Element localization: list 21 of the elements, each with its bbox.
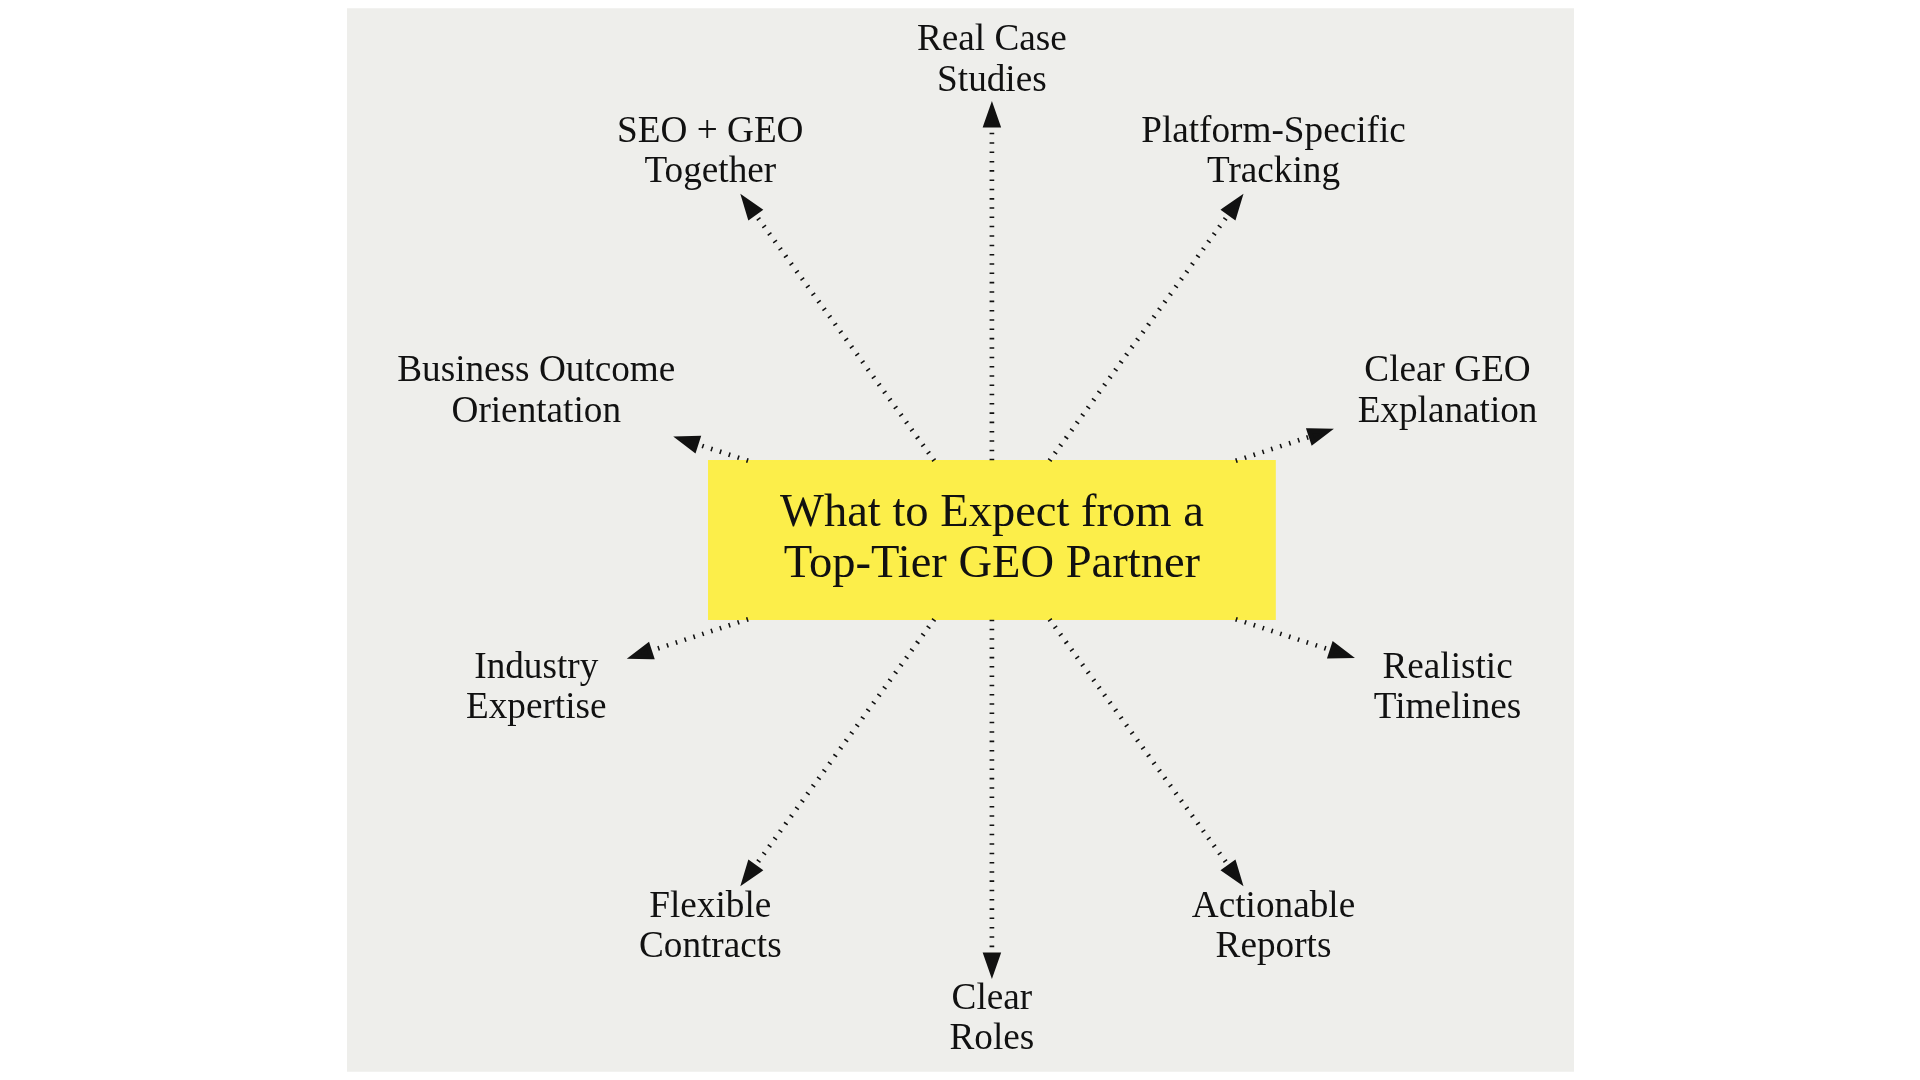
- arrow: [982, 100, 1001, 461]
- arrow: [1047, 618, 1243, 887]
- node-text: Flexible Contracts: [638, 884, 782, 966]
- arrow: [626, 617, 749, 660]
- node-box: What to Expect from a Top-Tier GEO Partner: [707, 460, 1276, 620]
- arrow: [1234, 617, 1355, 659]
- arrow: [982, 619, 1001, 980]
- node-text: Business Outcome Orientation: [396, 348, 675, 430]
- node-text: Actionable Reports: [1191, 884, 1355, 966]
- node-text: Industry Expertise: [465, 644, 607, 726]
- node-text: Platform-Specific Tracking: [1140, 108, 1406, 191]
- arrow: [1234, 428, 1334, 463]
- node-text: Real Case Studies: [916, 17, 1067, 99]
- arrow: [1047, 193, 1243, 462]
- arrow: [672, 435, 749, 463]
- node-text: SEO + GEO Together: [616, 108, 803, 191]
- arrow: [739, 618, 936, 887]
- arrow: [739, 193, 936, 462]
- node-text: Realistic Timelines: [1373, 644, 1521, 726]
- node-text: Clear Roles: [949, 975, 1034, 1057]
- node-text: Clear GEO Explanation: [1357, 348, 1537, 430]
